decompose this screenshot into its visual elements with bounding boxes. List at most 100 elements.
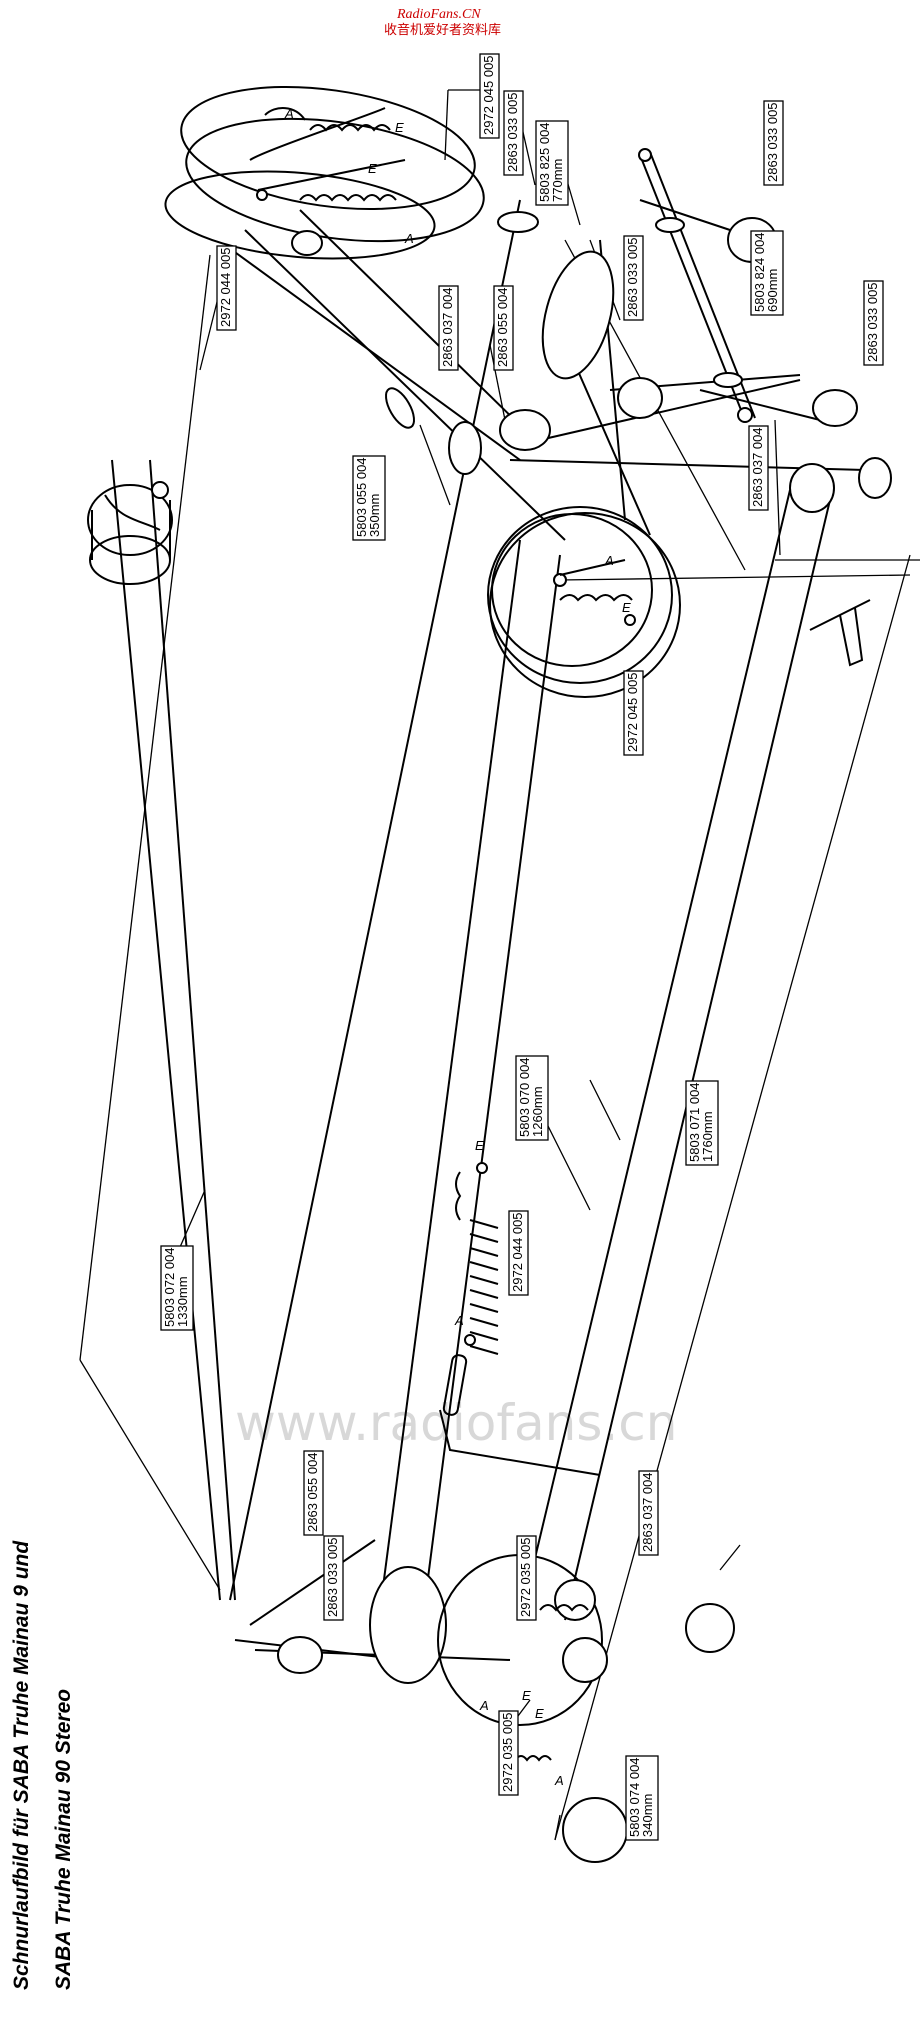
part-label-l06: 2972 044 005: [216, 245, 237, 331]
part-number: 2863 033 005: [765, 102, 780, 182]
part-label-l21: 2863 033 005: [323, 1535, 344, 1621]
part-label-box: [623, 235, 644, 321]
cord-5803070-b: [419, 554, 561, 1641]
part-number: 5803 824 004: [752, 232, 767, 312]
part-label-l02: 2863 033 005: [503, 90, 524, 176]
part-label-l04: 2863 033 005: [763, 100, 784, 186]
watermark-site: RadioFans.CN: [396, 7, 481, 22]
leader-11: [544, 1119, 591, 1211]
pulley-2863033-far: [812, 389, 858, 427]
t-bracket: [809, 599, 871, 667]
cord-runs: [111, 199, 866, 1661]
part-label-box: [625, 1755, 659, 1841]
part-number: 2863 033 005: [505, 92, 520, 172]
part-label-box: [438, 285, 459, 371]
drum-spring-bar: [249, 107, 386, 161]
drum-spring-coil-1: [309, 124, 391, 132]
drum-spring-coil-2: [299, 194, 397, 202]
shaft-end-2: [737, 407, 753, 423]
dial-drum-outer-2: [489, 512, 681, 698]
part-label-box: [323, 1535, 344, 1621]
cord-length: 770mm: [550, 159, 565, 202]
spring-lever: [439, 1409, 601, 1476]
lower-spring-1: [539, 1604, 589, 1612]
part-number: 2863 033 005: [865, 282, 880, 362]
part-label-box: [638, 1470, 659, 1556]
watermark-site-cn: 收音机爱好者资料库: [384, 22, 501, 38]
part-label-l05: 2863 033 005: [623, 235, 644, 321]
part-label-l12: 2863 037 004: [748, 425, 769, 511]
part-label-box: [748, 425, 769, 511]
spring-coils: [469, 1219, 499, 1355]
part-number: 5803 072 004: [162, 1247, 177, 1327]
drum-lower-rim: [185, 117, 485, 243]
leader-12: [589, 1079, 621, 1141]
watermark-header: RadioFans.CN 收音机爱好者资料库: [384, 7, 501, 38]
dial-letter-a: A: [604, 553, 614, 568]
cord-length: 350mm: [367, 494, 382, 537]
part-number: 5803 071 004: [687, 1082, 702, 1162]
cord-upper-diag-3: [299, 209, 526, 431]
tension-spring-middle: E A: [439, 1138, 601, 1476]
chassis-corner: [554, 1814, 561, 1841]
leader-8: [419, 424, 451, 506]
dial-drum-inner: [491, 513, 653, 667]
t-bracket-shape: [809, 599, 871, 667]
pulley-2863033-top: [497, 211, 539, 233]
pulley-2863037-lower: [685, 1603, 735, 1653]
shaft-assembly: [638, 148, 756, 423]
cylinder-wind: [104, 494, 161, 531]
part-label-box: [503, 90, 524, 176]
drum-letter-e2: E: [368, 161, 377, 176]
pulley-2863037-upper: [499, 409, 551, 451]
title-line-2: SABA Truhe Mainau 90 Stereo: [52, 1689, 75, 1990]
part-label-box: [493, 285, 514, 371]
part-number: 5803 055 004: [354, 457, 369, 537]
cord-length: 1330mm: [175, 1276, 190, 1327]
lower-spring-2: [514, 1755, 552, 1762]
leader-lines: [169, 89, 920, 1721]
spring-end-loop: [455, 1171, 462, 1221]
part-label-box: [515, 1055, 549, 1141]
part-number: 5803 074 004: [627, 1757, 642, 1837]
lower-pulley-1: [562, 1637, 608, 1683]
cord-left-diag: [229, 199, 521, 1601]
part-label-box: [535, 120, 569, 206]
part-number: 2972 044 005: [218, 247, 233, 327]
part-label-l01: 2972 045 005: [479, 53, 500, 139]
chassis-edge-right: [554, 554, 911, 1841]
leader-2: [444, 89, 449, 161]
drum-spring-bar-2: [257, 159, 406, 191]
part-number: 2863 055 004: [495, 287, 510, 367]
cord-upper-diag-2: [244, 229, 566, 541]
watermark-center: www.radiofans.cn: [235, 1394, 677, 1452]
cord-upper-diag: [231, 249, 521, 461]
leader-6: [489, 344, 506, 421]
part-label-box: [623, 670, 644, 756]
part-number: 2863 037 004: [640, 1472, 655, 1552]
cord-length: 1260mm: [530, 1086, 545, 1137]
drum-pin: [256, 189, 268, 201]
pulleys: [277, 211, 892, 1684]
capstan-cylinder: [87, 481, 173, 585]
pulley-2863055-upper: [541, 250, 615, 380]
dial-drum-pin: [624, 614, 636, 626]
part-label-box: [352, 455, 386, 541]
drum-letter-a1: A: [284, 106, 294, 121]
part-number: 2863 037 004: [750, 427, 765, 507]
part-label-l16: 2972 044 005: [508, 1210, 529, 1296]
part-label-box: [216, 245, 237, 331]
cord-5803072-left: [111, 459, 221, 1601]
part-label-box: [160, 1245, 194, 1331]
lower-letter-a1: A: [479, 1698, 489, 1713]
part-label-box: [516, 1535, 537, 1621]
drum-inner-rim: [164, 170, 436, 260]
pulley-5803055: [448, 421, 482, 475]
part-label-box: [303, 1450, 324, 1536]
